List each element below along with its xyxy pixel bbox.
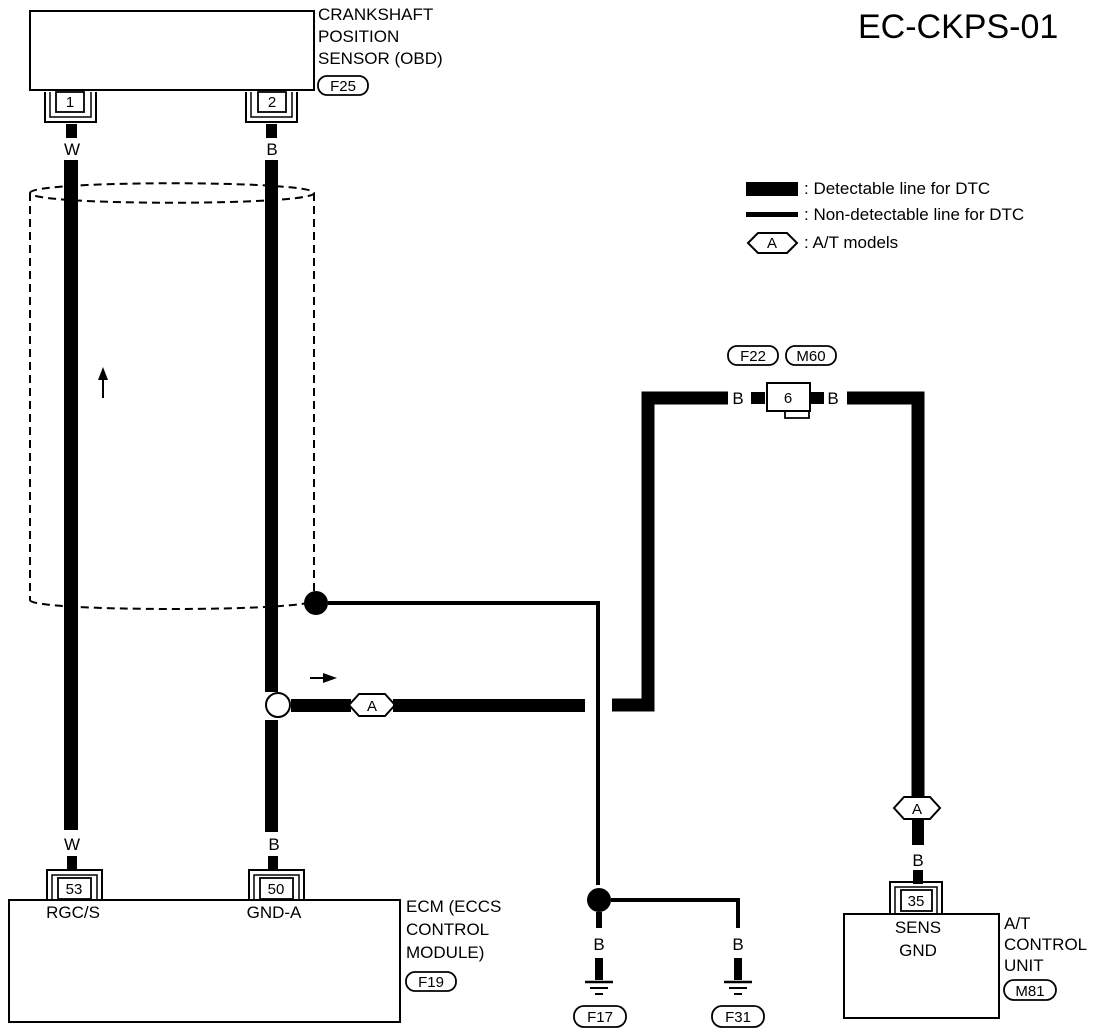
legend-detectable-label: : Detectable line for DTC — [804, 179, 990, 198]
svg-text:F22: F22 — [740, 348, 766, 365]
legend-non-detectable-label: : Non-detectable line for DTC — [804, 205, 1024, 224]
wire-color-b-at: B — [912, 851, 923, 870]
shield-junction — [304, 591, 328, 615]
sensor-box — [29, 10, 315, 91]
at-models-badge-letter: A — [912, 801, 922, 818]
wire-stub — [810, 392, 824, 404]
at-unit-name-line-2: CONTROL — [1004, 935, 1087, 954]
at-unit-terminal-line-2: GND — [899, 941, 937, 960]
at-unit-pin-number: 35 — [908, 893, 925, 910]
joint-connector-tag-f22: F22 — [727, 345, 779, 366]
wire-w-detectable — [64, 160, 78, 830]
wire-stub — [751, 392, 765, 404]
wire-b-at — [291, 699, 351, 712]
joint-connector: 6 — [766, 382, 811, 419]
at-models-badge: A — [347, 693, 397, 717]
ecm-pin-number: 50 — [268, 881, 285, 898]
at-unit-name-line-3: UNIT — [1004, 956, 1044, 975]
wire-b-detectable — [265, 160, 278, 692]
at-unit-connector-tag: M81 — [1003, 979, 1057, 1001]
sensor-name-line-3: SENSOR (OBD) — [318, 49, 443, 68]
at-unit-pin-35: 35 — [889, 881, 943, 914]
wire-stub — [268, 856, 278, 870]
wire-stub — [913, 870, 923, 884]
legend-detectable-swatch — [746, 182, 798, 196]
sensor-pin-1: 1 — [44, 91, 97, 123]
wire-color-f17: B — [593, 935, 604, 954]
joint-connector-tag-m60: M60 — [785, 345, 837, 366]
sensor-connector-tag: F25 — [317, 75, 369, 96]
direction-arrow — [98, 367, 108, 398]
at-models-badge: A — [892, 796, 942, 820]
joint-connector-pin: 6 — [784, 390, 792, 407]
ground-connector-tag-f17: F17 — [573, 1005, 627, 1028]
wire-color-w-top: W — [64, 140, 80, 159]
ecm-name-line-1: ECM (ECCS — [406, 897, 501, 916]
ground-wire — [596, 912, 602, 928]
wire-stub — [66, 124, 77, 138]
ecm-connector-id: F19 — [418, 974, 444, 991]
ecm-connector-tag: F19 — [405, 971, 457, 992]
sensor-connector-id: F25 — [330, 78, 356, 95]
ground-symbol — [585, 958, 613, 995]
wire-stub — [67, 856, 77, 870]
sensor-pin-2-number: 2 — [268, 94, 276, 111]
svg-text:F31: F31 — [725, 1009, 751, 1026]
shield-line — [28, 182, 316, 610]
at-models-badge-letter: A — [367, 698, 377, 715]
wire-b-at — [847, 391, 925, 798]
wire-b-at — [393, 699, 585, 712]
direction-arrow — [310, 673, 337, 683]
svg-text:F17: F17 — [587, 1009, 613, 1026]
wire-b-at — [912, 819, 924, 845]
wire-color-b-top: B — [266, 140, 277, 159]
at-unit-terminal-line-1: SENS — [895, 918, 941, 937]
sensor-pin-1-number: 1 — [66, 94, 74, 111]
ecm-name-line-2: CONTROL — [406, 920, 489, 939]
sensor-name-line-1: CRANKSHAFT — [318, 5, 433, 24]
legend-models-swatch — [746, 232, 799, 254]
sensor-name-line-2: POSITION — [318, 27, 399, 46]
sensor-pin-2: 2 — [245, 91, 298, 123]
wire-color-f31: B — [732, 935, 743, 954]
ecm-terminal-label: RGC/S — [46, 903, 100, 922]
ecm-terminal-label: GND-A — [247, 903, 302, 922]
wire-junction — [265, 692, 291, 718]
legend-models-badge-letter: A — [767, 235, 777, 252]
wire-color-b-right: B — [827, 389, 838, 408]
shield-ground-wire — [328, 601, 600, 885]
ground-wire — [611, 898, 740, 928]
ground-connector-tag-f31: F31 — [711, 1005, 765, 1028]
legend-models-label: : A/T models — [804, 233, 898, 252]
wire-color-b-left: B — [732, 389, 743, 408]
page-title: EC-CKPS-01 — [858, 8, 1058, 46]
ground-symbol — [724, 958, 752, 995]
at-unit-connector-id: M81 — [1015, 983, 1044, 1000]
svg-text:M60: M60 — [796, 348, 825, 365]
wire-b-at — [612, 391, 728, 712]
wire-stub — [266, 124, 277, 138]
wire-b-detectable-lower — [265, 720, 278, 832]
legend: : Detectable line for DTC : Non-detectab… — [746, 179, 1024, 254]
ecm-pin-number: 53 — [66, 881, 83, 898]
ecm-name-line-3: MODULE) — [406, 943, 484, 962]
at-unit-name-line-1: A/T — [1004, 914, 1030, 933]
ecm-box — [8, 899, 401, 1023]
ecm-pin-50: 50 — [248, 869, 305, 900]
legend-non-detectable-swatch — [746, 212, 798, 217]
ground-junction — [587, 888, 611, 912]
at-unit-box — [843, 913, 1000, 1019]
ecm-pin-53: 53 — [46, 869, 103, 900]
wire-color-b-bottom: B — [268, 835, 279, 854]
wire-color-w-bottom: W — [64, 835, 80, 854]
